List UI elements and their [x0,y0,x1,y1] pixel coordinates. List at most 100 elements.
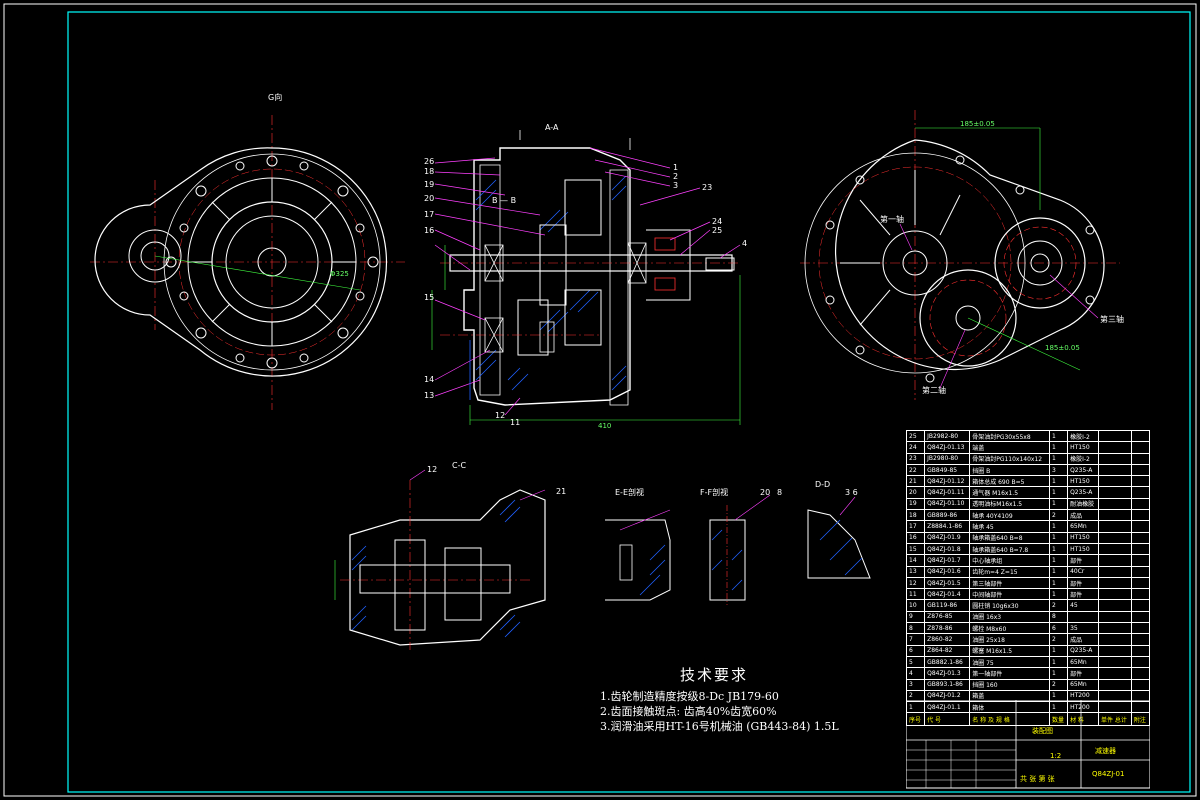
bom-cell [1130,588,1151,601]
svg-text:第三轴: 第三轴 [1100,314,1124,324]
bom-cell: 1 [1048,441,1069,454]
tech-item: 2.齿面接触斑点: 齿高40%齿宽60% [600,705,777,718]
bom-cell: 1 [1048,452,1069,465]
section-ee-view: E-E剖视 [605,487,671,601]
svg-text:12: 12 [495,411,505,420]
svg-text:23: 23 [702,183,712,192]
bom-cell: Z878-86 [924,622,971,635]
bom-cell: 1 [1048,554,1069,567]
bom-cell: 1 [1048,542,1069,556]
svg-text:第一轴: 第一轴 [880,214,904,224]
bom-cell: 1 [1048,655,1069,669]
svg-text:E-E剖视: E-E剖视 [615,487,644,497]
svg-text:8: 8 [777,488,782,497]
bom-cell: 2 [1048,678,1069,691]
bom-cell: 21 [905,475,926,488]
bom-cell [1130,497,1151,511]
bom-cell: 1 [1048,667,1069,680]
bom-cell: Q235-A [1067,463,1099,477]
bom-cell: 65Mn [1067,655,1099,669]
bom-cell: JB2982-80 [924,429,971,443]
bom-cell [1130,667,1151,680]
bom-cell: 4 [905,667,926,680]
bom-cell: 成品 [1067,633,1099,646]
bom-cell: Q84ZJ-01.12 [924,475,971,488]
bom-cell: 轴承箱盖640 B=7.8 [969,542,1050,556]
bom-cell: Q84ZJ-01.5 [924,576,971,590]
bom-cell: 12 [905,576,926,590]
bom-cell: Z860-82 [924,633,971,646]
bom-cell: 11 [905,588,926,601]
bom-cell: 箱体 [969,701,1050,714]
bom-cell [1130,644,1151,657]
svg-text:2: 2 [673,172,678,181]
svg-text:185±0.05: 185±0.05 [1045,344,1080,352]
bom-cell: 2 [1048,599,1069,612]
bom-cell: 1 [1048,701,1069,714]
bom-cell: 24 [905,441,926,454]
bom-cell: GB119-86 [924,599,971,612]
title-block [906,700,1150,789]
g-view-label: G向 [268,92,282,102]
bom-cell [1097,678,1132,691]
bom-cell [1097,486,1132,499]
svg-text:13: 13 [424,391,434,400]
bom-cell: 25 [905,429,926,443]
bom-cell: 23 [905,452,926,465]
bom-cell: 油圈 75 [969,655,1050,669]
bom-cell [1097,429,1132,443]
bom-cell: 14 [905,554,926,567]
bom-cell: 第三轴部件 [969,576,1050,590]
bom-cell [1097,520,1132,533]
bom-cell: HT150 [1067,531,1099,544]
bom-cell [1097,452,1132,465]
bom-cell [1067,610,1099,624]
bom-cell: 20 [905,486,926,499]
bom-cell: Z8884.1-86 [924,520,971,533]
bom-cell: Q235-A [1067,644,1099,657]
bom-cell: 40Cr [1067,565,1099,578]
bom-cell [1097,644,1132,657]
bom-cell: 部件 [1067,576,1099,590]
bom-cell: HT150 [1067,475,1099,488]
svg-text:A-A: A-A [545,123,559,132]
svg-text:Φ325: Φ325 [330,270,349,278]
bom-cell: 7 [905,633,926,646]
bom-cell: GB849-85 [924,463,971,477]
bom-cell: GB893.1-86 [924,678,971,691]
tech-title: 技术要求 [680,666,749,684]
bom-cell: 1 [1048,531,1069,544]
bom-header-row: 序号代 号名 称 及 规 格数量材 料单件 总计附注 [905,712,1151,727]
bom-cell: 端盖 [969,441,1050,454]
bom-cell: 橡胶Ⅰ-2 [1067,452,1099,465]
bom-cell [1097,633,1132,646]
bom-cell: 16 [905,531,926,544]
bom-cell: GB889-86 [924,509,971,522]
bom-cell: 65Mn [1067,678,1099,691]
bom-cell [1130,486,1151,499]
svg-text:15: 15 [424,293,434,302]
bom-cell: 透明油标M16x1.5 [969,497,1050,511]
bom-cell [1097,497,1132,511]
bom-cell: 骨架油封PG110x140x12 [969,452,1050,465]
svg-text:185±0.05: 185±0.05 [960,120,995,128]
bom-cell: Q84ZJ-01.10 [924,497,971,511]
bom-cell: HT150 [1067,441,1099,454]
bom-cell: 1 [1048,644,1069,657]
bom-cell: GB882.1-86 [924,655,971,669]
tech-item: 3.润滑油采用HT-16号机械油 (GB443-84) 1.5L [600,720,839,733]
bom-cell [1130,542,1151,556]
outer-border [3,3,1197,797]
bom-header-cell: 材 料 [1067,712,1099,727]
bom-cell: Q84ZJ-01.9 [924,531,971,544]
svg-text:18: 18 [424,167,434,176]
